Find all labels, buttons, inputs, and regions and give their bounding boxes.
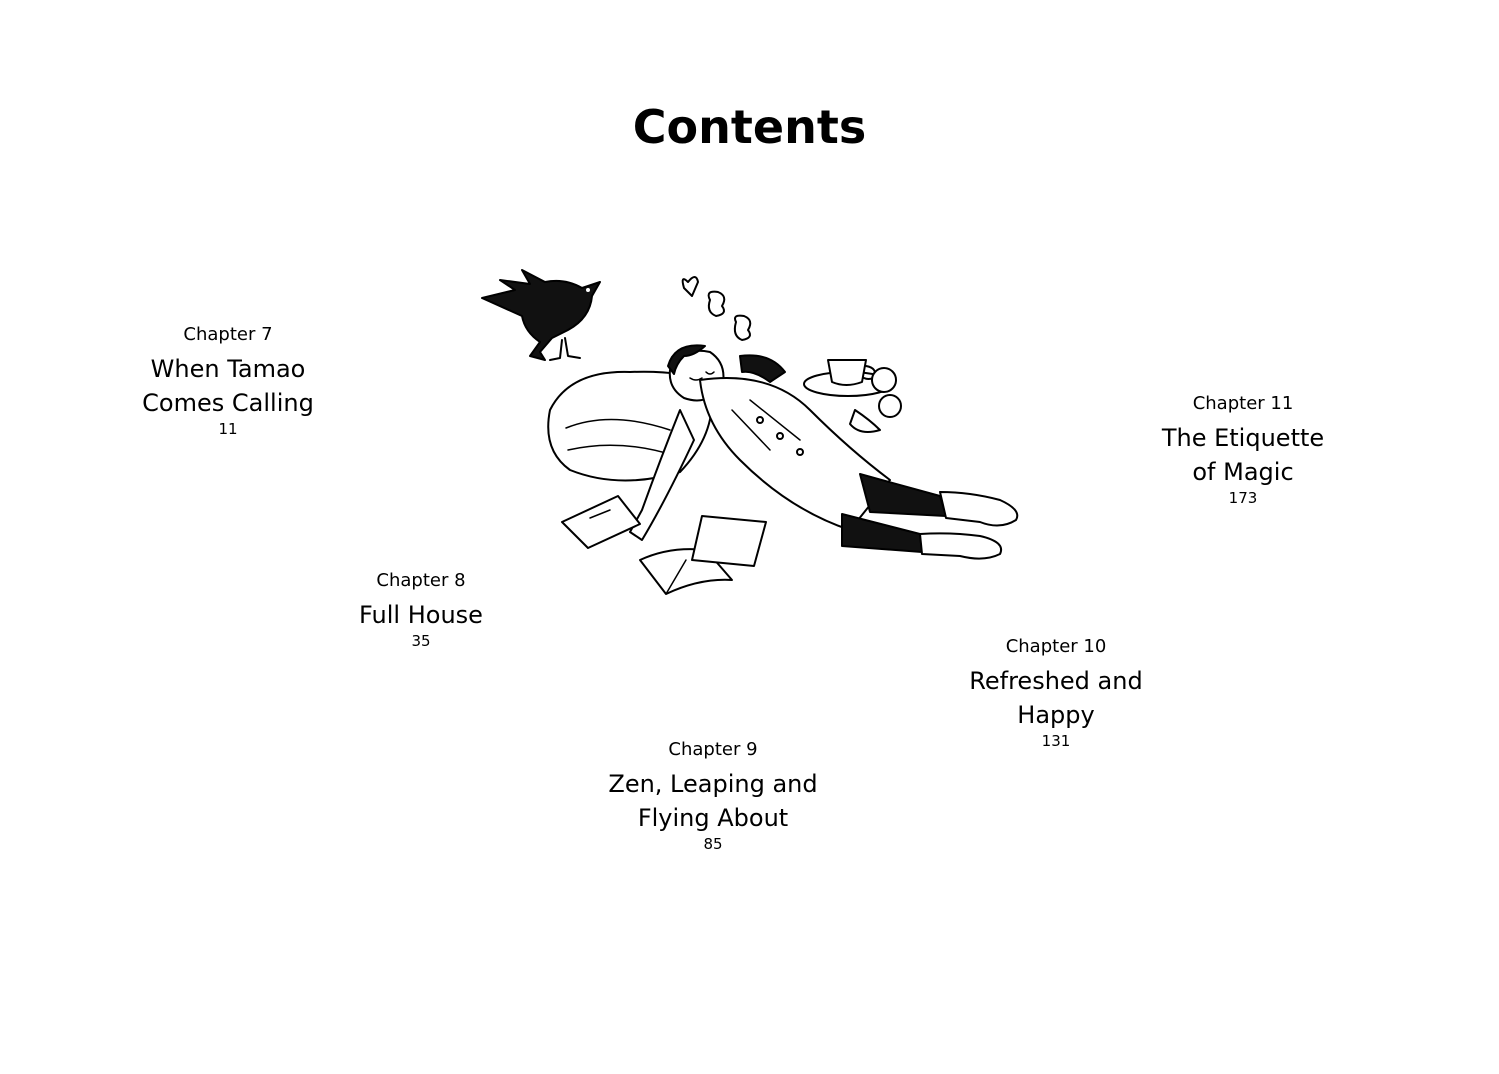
chapter-label: Chapter 10	[1005, 636, 1107, 657]
teacup-icon	[803, 359, 893, 397]
chapter-title-line: When Tamao	[150, 355, 306, 383]
chapter-page-number: 131	[1041, 732, 1071, 750]
toc-entry-chapter-7[interactable]: Chapter 7 When Tamao Comes Calling 11	[68, 324, 388, 438]
chapter-title-line: Comes Calling	[142, 389, 314, 417]
heart-icon	[681, 276, 699, 297]
fruit-icon	[849, 367, 902, 433]
toc-entry-chapter-8[interactable]: Chapter 8 Full House 35	[261, 570, 581, 650]
book-icon	[561, 495, 641, 549]
page-title: Contents	[632, 100, 867, 154]
chapter-page-number: 173	[1228, 489, 1258, 507]
chapter-label: Chapter 8	[376, 570, 466, 591]
illustration-boy-resting	[481, 269, 1019, 595]
toc-entry-chapter-11[interactable]: Chapter 11 The Etiquette of Magic 173	[1083, 393, 1403, 507]
chapter-title-line: Refreshed and	[969, 667, 1143, 695]
chapter-label: Chapter 9	[668, 739, 758, 760]
chapter-page-number: 85	[703, 835, 723, 853]
chapter-title-line: The Etiquette	[1161, 424, 1325, 452]
toc-entry-chapter-9[interactable]: Chapter 9 Zen, Leaping and Flying About …	[553, 739, 873, 853]
chapter-page-number: 11	[218, 420, 238, 438]
chapter-title-line: Zen, Leaping and	[608, 770, 818, 798]
chapter-title-line: Flying About	[637, 804, 789, 832]
chapter-page-number: 35	[411, 632, 431, 650]
chapter-title-line: Happy	[1017, 701, 1095, 729]
chapter-label: Chapter 7	[183, 324, 273, 345]
chapter-title-line: of Magic	[1192, 458, 1294, 486]
heart-icon	[707, 290, 726, 317]
chapter-title-line: Full House	[359, 601, 483, 629]
book-icon	[639, 515, 767, 595]
chapter-label: Chapter 11	[1192, 393, 1294, 414]
toc-entry-chapter-10[interactable]: Chapter 10 Refreshed and Happy 131	[896, 636, 1216, 750]
crow-icon	[481, 269, 601, 361]
